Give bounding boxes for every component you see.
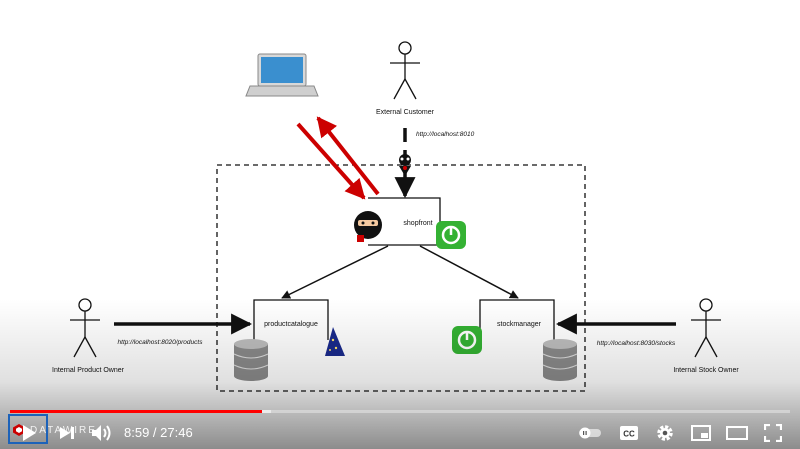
stock-url-label: http://localhost:8030/stocks [597,340,676,347]
fullscreen-button[interactable] [760,416,786,449]
mute-button[interactable] [88,416,116,449]
time-display: 8:59 / 27:46 [124,416,193,449]
progress-bar[interactable] [10,410,790,413]
external-url-label: http://localhost:8010 [416,131,475,138]
play-button[interactable] [14,416,44,449]
play-icon [23,424,36,441]
productcatalogue-box [253,299,329,340]
current-time: 8:59 [124,425,150,440]
ninja-icon [354,211,382,242]
autoplay-toggle[interactable] [576,416,604,449]
spring-icon [436,221,466,249]
laptop-icon [245,53,319,97]
stockmanager-box [479,299,555,340]
product-url-label: http://localhost:8020/products [118,339,204,346]
miniplayer-icon [691,424,711,441]
autoplay-toggle-icon [579,427,601,438]
skip-next-icon [60,426,74,439]
external-customer-label: External Customer [376,109,435,116]
external-customer-figure [390,41,420,100]
volume-icon [92,424,111,441]
theater-mode-button[interactable] [724,416,750,449]
product-owner-figure [70,298,100,358]
cluster-boundary [216,164,586,392]
database-icon [542,339,578,381]
arrow-to-stockmanager [419,245,519,299]
svg-text:CC: CC [623,429,635,438]
wizard-hat-icon [325,327,345,356]
productcatalogue-label: productcatalogue [264,321,318,328]
time-separator: / [149,425,161,440]
database-icon [233,339,269,381]
progress-played [10,410,263,413]
stock-owner-figure [691,298,721,358]
miniplayer-button[interactable] [688,416,714,449]
player-controls: 8:59 / 27:46 CC [0,416,800,449]
stock-owner-label: Internal Stock Owner [673,367,739,374]
captions-button[interactable]: CC [616,416,642,449]
mascot-icon [399,154,411,176]
spring-icon [452,326,482,354]
arrow-to-productcatalogue [281,245,389,299]
red-arrow-up [316,116,380,196]
duration: 27:46 [160,425,193,440]
shopfront-label: shopfront [403,220,432,227]
settings-button[interactable] [652,416,678,449]
product-owner-label: Internal Product Owner [52,367,125,374]
play-button-focus-ring [8,414,48,444]
red-arrow-down [296,122,366,200]
datawire-logo-icon [13,424,25,436]
stockmanager-label: stockmanager [497,321,542,328]
theater-mode-icon [726,425,748,440]
gear-icon [657,424,673,441]
fullscreen-icon [764,423,782,442]
closed-captions-icon: CC [620,425,638,440]
next-button[interactable] [54,416,80,449]
